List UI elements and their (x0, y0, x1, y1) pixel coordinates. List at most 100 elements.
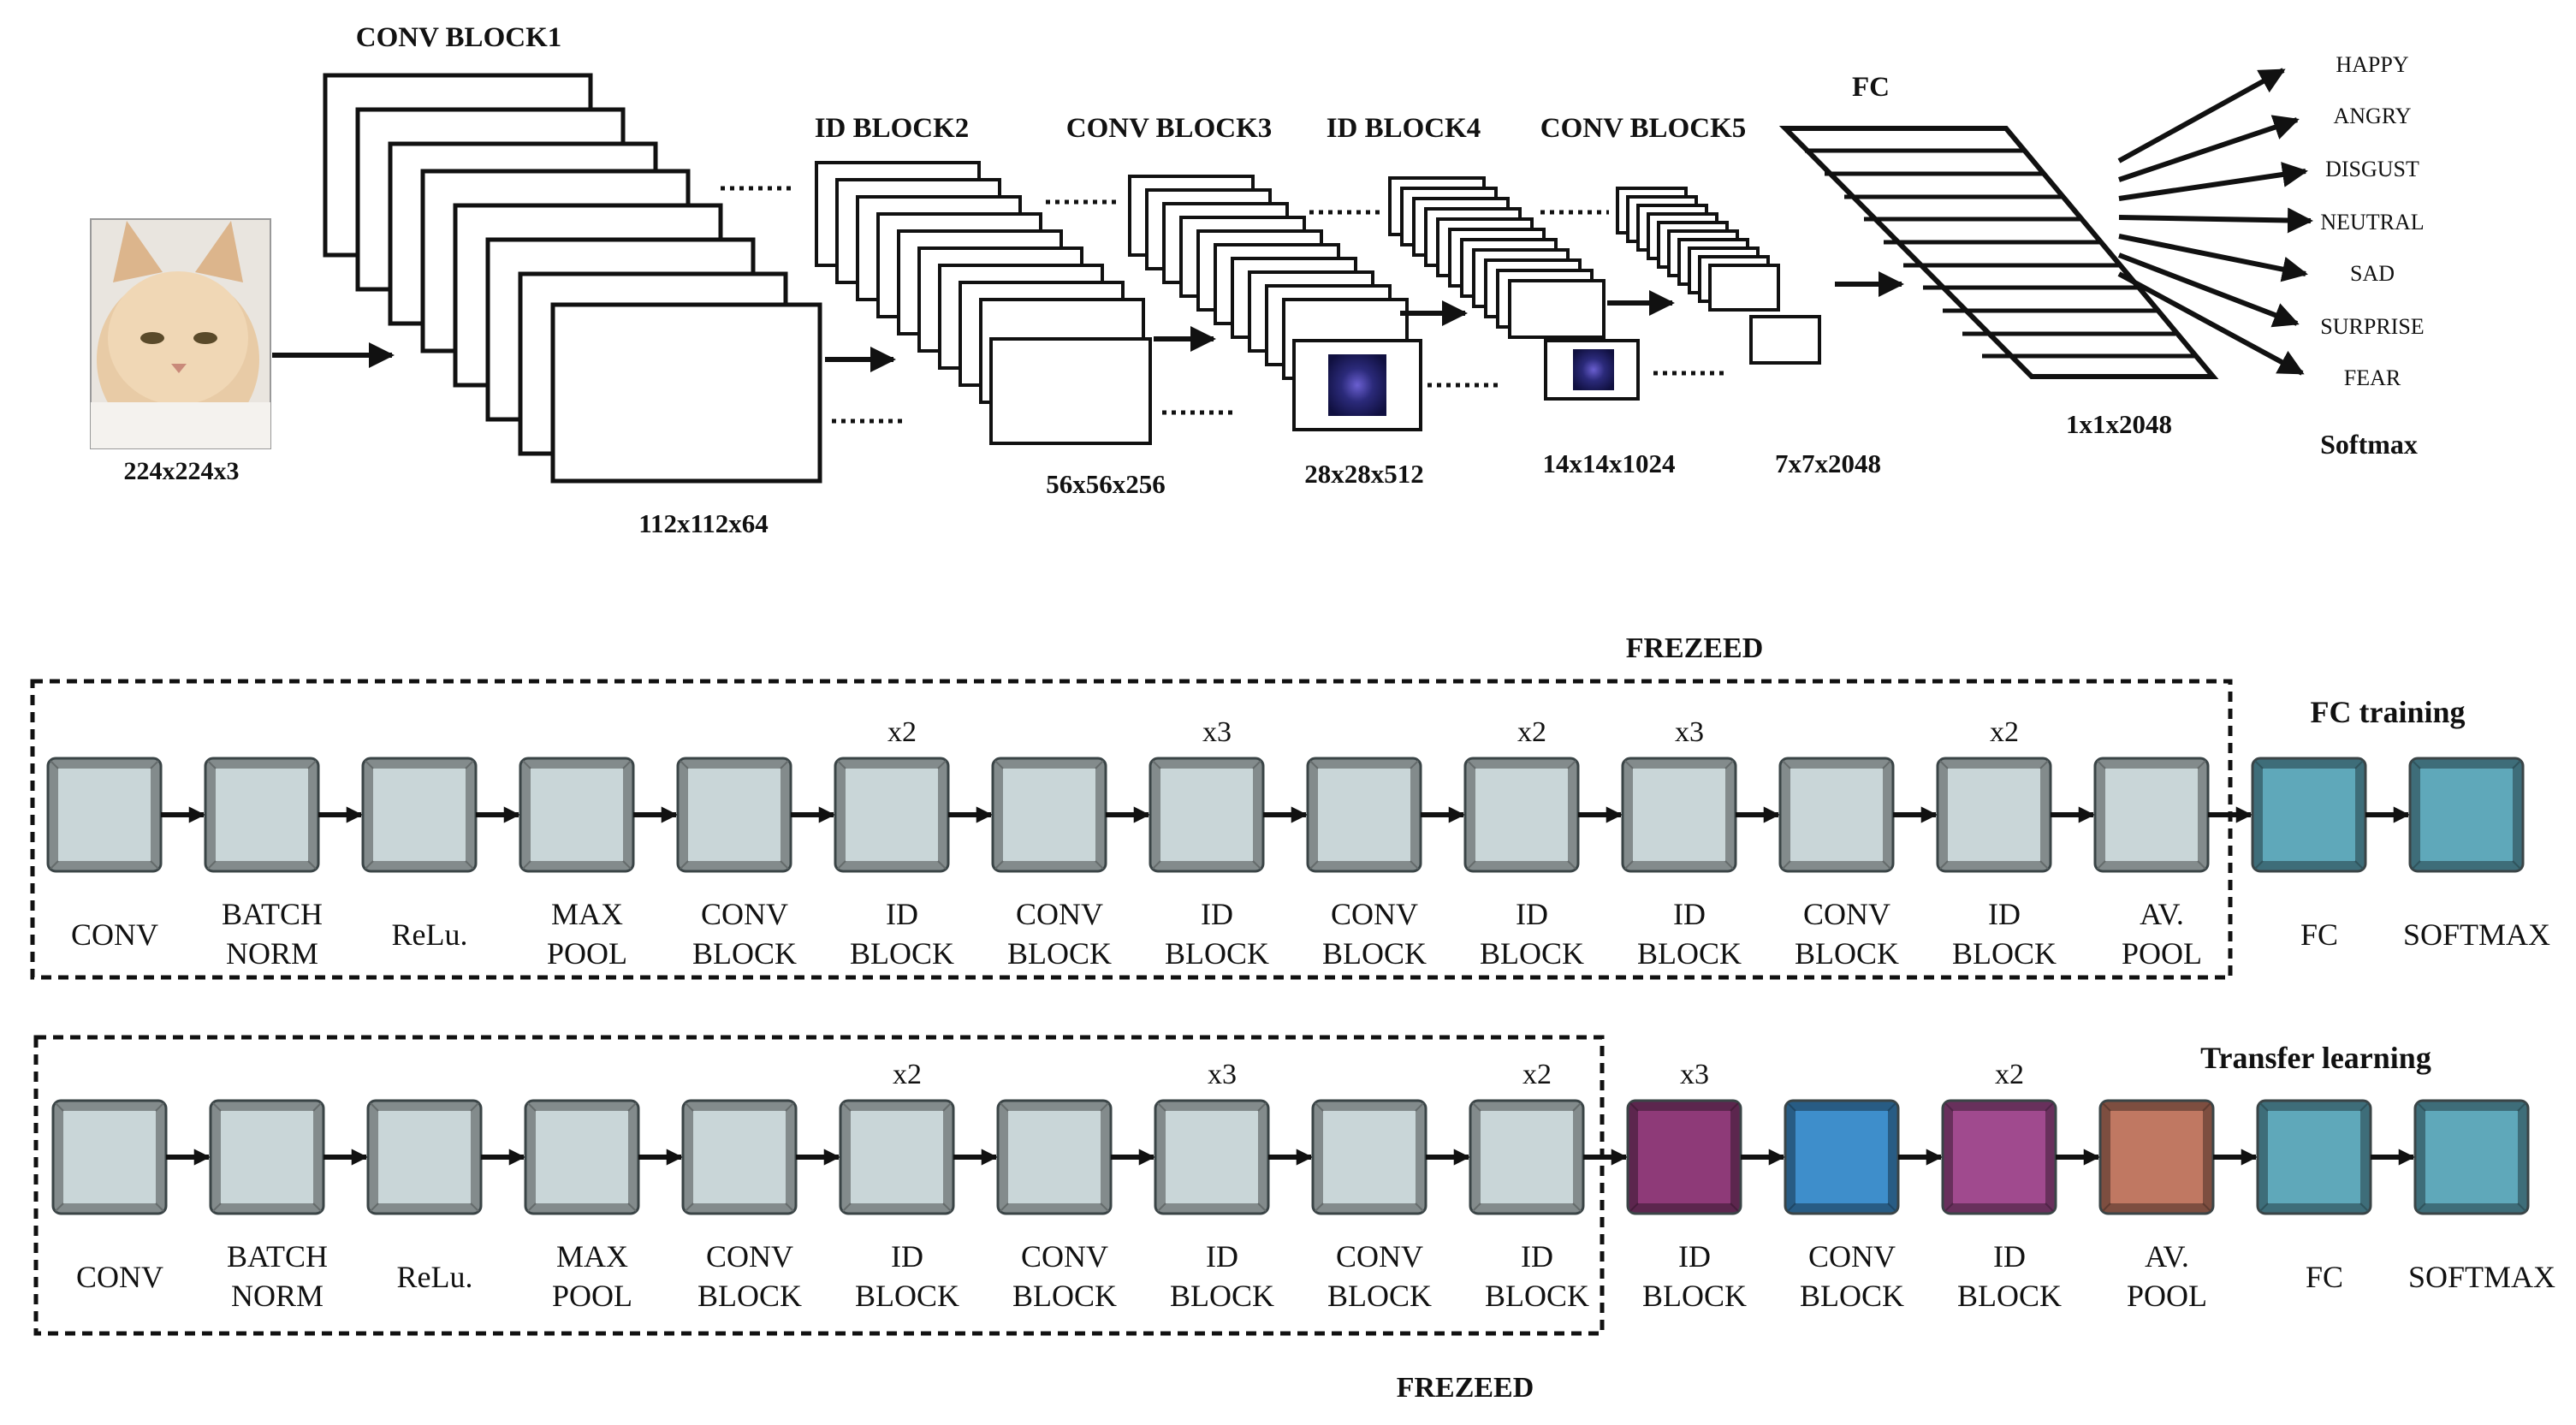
pipeline-block: FC (2256, 1099, 2372, 1294)
block-bevel (1157, 1202, 1166, 1212)
block-multiplier: x2 (1522, 1059, 1552, 1090)
block-label: BLOCK (850, 936, 954, 971)
block-bevel (780, 760, 789, 769)
block-label: ID (1673, 897, 1706, 931)
softmax-class-labels: HAPPY ANGRY DISGUST NEUTRAL SAD SURPRISE… (2320, 52, 2424, 390)
block-bevel (2102, 1102, 2111, 1112)
block-bevel (1944, 1102, 1954, 1112)
block-label: CONV (701, 897, 788, 931)
stage-size-label: 14x14x1024 (1543, 448, 1676, 478)
class-label: HAPPY (2336, 52, 2408, 77)
block-face (1795, 1111, 1888, 1203)
block-label: NORM (231, 1279, 323, 1313)
block-multiplier: x2 (1990, 716, 2019, 748)
block-label: CONV (76, 1260, 163, 1294)
block-bevel (2202, 1102, 2211, 1112)
block-bevel (212, 1202, 222, 1212)
block-bevel (1309, 860, 1319, 870)
stage-title: CONV BLOCK5 (1540, 113, 1747, 144)
block-bevel (2254, 760, 2264, 769)
stage-title: ID BLOCK4 (1327, 113, 1481, 144)
block-bevel (522, 760, 531, 769)
block-bevel (1309, 760, 1319, 769)
block-bevel (1257, 1202, 1267, 1212)
block-bevel (1415, 1202, 1424, 1212)
conv-block3-stack (1128, 175, 1422, 431)
block-bevel (680, 860, 689, 870)
block-bevel (2045, 1102, 2054, 1112)
block-bevel (470, 1202, 479, 1212)
block-bevel (312, 1202, 322, 1212)
block-face (1790, 769, 1883, 861)
block-bevel (212, 1102, 222, 1112)
block-label: AV. (2145, 1239, 2189, 1274)
block-bevel (2359, 1102, 2369, 1112)
block-bevel (1730, 1202, 1739, 1212)
block-bevel (2197, 760, 2206, 769)
block-face (2105, 769, 2198, 861)
block-face (846, 769, 938, 861)
block-multiplier: x3 (1680, 1059, 1709, 1090)
block-bevel (842, 1102, 852, 1112)
input-image (90, 218, 271, 449)
block-bevel (1472, 1102, 1481, 1112)
block-face (1948, 769, 2040, 861)
block-bevel (1152, 760, 1161, 769)
block-label: CONV (71, 917, 158, 952)
fc-size-label: 1x1x2048 (2066, 409, 2172, 439)
block-bevel (365, 760, 374, 769)
block-multiplier: x2 (893, 1059, 922, 1090)
block-bevel (2202, 1202, 2211, 1212)
conv-block5-stack (1616, 187, 1821, 365)
block-face (1318, 769, 1410, 861)
block-face (851, 1111, 943, 1203)
block-bevel (2412, 860, 2421, 870)
block-face (2268, 1111, 2360, 1203)
block-bevel (527, 1202, 537, 1212)
softmax-arrows (2117, 68, 2313, 376)
block-face (531, 769, 623, 861)
block-bevel (55, 1202, 64, 1212)
block-bevel (2254, 860, 2264, 870)
block-bevel (780, 860, 789, 870)
block-bevel (370, 1202, 379, 1212)
block-label: CONV (1021, 1239, 1108, 1274)
block-bevel (2039, 860, 2049, 870)
pipeline-block: FC (2251, 757, 2367, 952)
block-bevel (2412, 760, 2421, 769)
block-multiplier: x2 (887, 716, 917, 748)
block-bevel (627, 1102, 637, 1112)
block-label: BLOCK (692, 936, 797, 971)
class-label: FEAR (2344, 365, 2401, 390)
block-bevel (155, 1102, 164, 1112)
block-face (1008, 1111, 1101, 1203)
block-bevel (465, 760, 474, 769)
stage-title: CONV BLOCK3 (1066, 113, 1273, 144)
stage-title: ID BLOCK2 (815, 113, 970, 144)
block-bevel (1567, 860, 1576, 870)
block-bevel (994, 860, 1004, 870)
block-label: BLOCK (855, 1279, 959, 1313)
block-bevel (1624, 860, 1634, 870)
conv-block1-stack (323, 73, 822, 484)
block-bevel (2354, 860, 2364, 870)
stage-size-label: 28x28x512 (1304, 459, 1424, 489)
block-bevel (1252, 760, 1261, 769)
fc-layer (1778, 126, 2219, 379)
block-face (373, 769, 466, 861)
block-bevel (2517, 1102, 2526, 1112)
block-bevel (1467, 860, 1476, 870)
block-multiplier: x3 (1675, 716, 1704, 748)
block-face (1633, 769, 1725, 861)
block-bevel (1787, 1102, 1796, 1112)
